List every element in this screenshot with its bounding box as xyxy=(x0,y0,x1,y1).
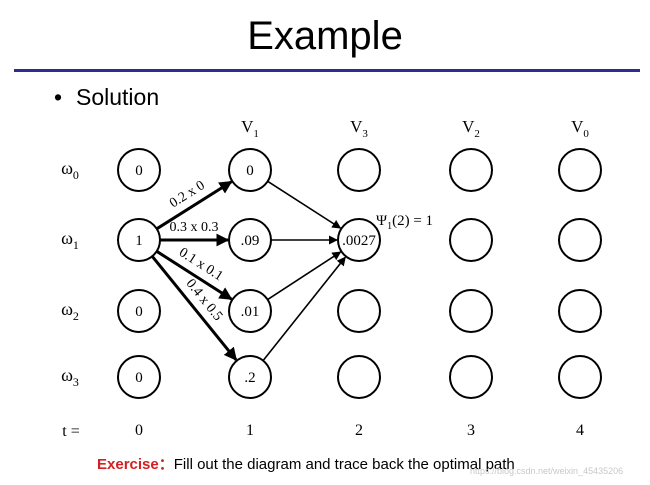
transition-arrow-0 xyxy=(155,180,233,231)
transition-arrow-6 xyxy=(267,251,342,301)
bullet-marker: • xyxy=(54,84,63,110)
slide-title: Example xyxy=(247,14,403,58)
trellis-node-1-1 xyxy=(228,218,272,262)
exercise-line: Exercise：Fill out the diagram and trace … xyxy=(97,453,515,474)
trellis-node-3-2 xyxy=(337,355,381,399)
transition-arrow-7 xyxy=(262,256,346,362)
trellis-node-3-4 xyxy=(558,355,602,399)
title-divider xyxy=(14,69,640,72)
node-value-1-2: .0027 xyxy=(342,233,376,249)
time-label-2: 2 xyxy=(355,422,363,439)
trellis-node-3-0 xyxy=(117,355,161,399)
transition-arrow-3 xyxy=(151,255,238,361)
trellis-node-3-3 xyxy=(449,355,493,399)
transition-label-1: 0.3 x 0.3 xyxy=(170,220,219,235)
trellis-node-0-1 xyxy=(228,148,272,192)
trellis-node-1-2 xyxy=(337,218,381,262)
trellis-node-0-4 xyxy=(558,148,602,192)
observation-label-3: V2 xyxy=(462,117,480,140)
time-label-0: 0 xyxy=(135,422,143,439)
trellis-nodes: 0 0 1 .09 .0027 0 .01 0 .2 xyxy=(117,148,602,399)
node-value-2-0: 0 xyxy=(135,304,143,320)
watermark: https://blog.csdn.net/weixin_45435206 xyxy=(470,466,624,476)
trellis-node-start xyxy=(117,218,161,262)
time-label-4: 4 xyxy=(576,422,584,439)
trellis-node-0-0 xyxy=(117,148,161,192)
state-label-2: ω2 xyxy=(61,299,79,323)
trellis-node-2-1 xyxy=(228,289,272,333)
trellis-node-2-2 xyxy=(337,289,381,333)
psi-annotation: Ψ1(2) = 1 xyxy=(376,213,433,232)
time-label-1: 1 xyxy=(246,422,254,439)
exercise-separator: ： xyxy=(158,456,174,473)
trellis-node-2-3 xyxy=(449,289,493,333)
trellis-node-1-3 xyxy=(449,218,493,262)
transition-arrow-4 xyxy=(267,180,342,229)
node-value-3-0: 0 xyxy=(135,370,143,386)
t-equals-label: t = xyxy=(62,423,79,440)
node-value-1-0: 1 xyxy=(135,233,143,249)
node-value-1-1: .09 xyxy=(241,233,260,249)
trellis-node-1-4 xyxy=(558,218,602,262)
bullet-text: Solution xyxy=(76,84,160,110)
observation-label-4: V0 xyxy=(571,117,589,140)
exercise-label: Exercise xyxy=(97,456,159,473)
exercise-text: Fill out the diagram and trace back the … xyxy=(173,456,515,473)
state-label-3: ω3 xyxy=(61,365,79,389)
trellis-node-3-1 xyxy=(228,355,272,399)
solution-bullet: • Solution xyxy=(54,84,159,111)
trellis-node-0-2 xyxy=(337,148,381,192)
trellis-node-0-3 xyxy=(449,148,493,192)
transition-arrows xyxy=(151,180,346,362)
node-value-3-1: .2 xyxy=(244,370,255,386)
observation-label-2: V3 xyxy=(350,117,368,140)
node-value-0-0: 0 xyxy=(135,163,143,179)
state-label-0: ω0 xyxy=(61,158,79,182)
node-value-2-1: .01 xyxy=(241,304,260,320)
trellis-node-2-4 xyxy=(558,289,602,333)
time-label-3: 3 xyxy=(467,422,475,439)
trellis-node-2-0 xyxy=(117,289,161,333)
observation-label-1: V1 xyxy=(241,117,259,140)
transition-arrow-2 xyxy=(155,250,233,301)
transition-label-0: 0.2 x 0 xyxy=(167,178,208,211)
state-label-1: ω1 xyxy=(61,228,79,252)
node-value-0-1: 0 xyxy=(246,163,254,179)
